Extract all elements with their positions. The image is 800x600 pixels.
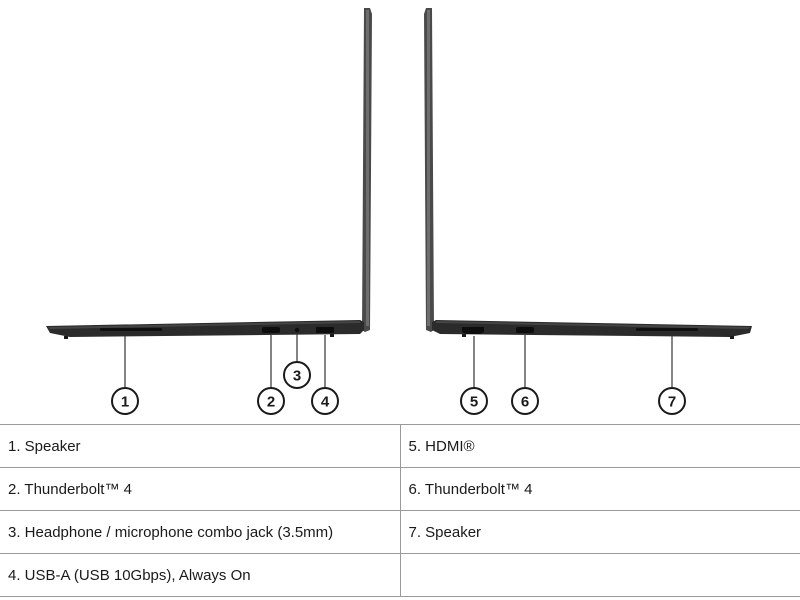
callout-2: 2 xyxy=(257,387,285,415)
table-cell xyxy=(399,553,800,597)
left-speaker-grille xyxy=(100,328,162,331)
laptop-right-side-view xyxy=(424,8,752,339)
table-cell: 1. Speaker xyxy=(0,424,401,468)
table-cell: 4. USB-A (USB 10Gbps), Always On xyxy=(0,553,401,597)
callout-3: 3 xyxy=(283,361,311,389)
callout-3-label: 3 xyxy=(293,368,301,385)
callout-7-label: 7 xyxy=(668,394,676,411)
table-cell: 2. Thunderbolt™ 4 xyxy=(0,467,401,511)
laptop-left-side-view xyxy=(46,8,372,339)
table-cell: 6. Thunderbolt™ 4 xyxy=(399,467,800,511)
callout-4: 4 xyxy=(311,387,339,415)
callout-1: 1 xyxy=(111,387,139,415)
audio-jack xyxy=(294,327,300,333)
laptop-side-views-svg: 1 2 3 4 5 6 7 xyxy=(46,8,752,415)
callout-5-label: 5 xyxy=(470,394,478,411)
callout-2-label: 2 xyxy=(267,394,275,411)
laptop-side-views-figure: 1 2 3 4 5 6 7 xyxy=(46,8,752,415)
table-cell: 7. Speaker xyxy=(399,510,800,554)
callout-7: 7 xyxy=(658,387,686,415)
table-cell: 5. HDMI® xyxy=(399,424,800,468)
table-cell: 3. Headphone / microphone combo jack (3.… xyxy=(0,510,401,554)
usb-a-port xyxy=(316,327,334,333)
right-thunderbolt-port xyxy=(516,327,534,333)
callout-4-label: 4 xyxy=(321,394,330,411)
right-speaker-grille xyxy=(636,328,698,331)
hdmi-port xyxy=(462,327,484,334)
callout-1-label: 1 xyxy=(121,394,129,411)
left-thunderbolt-port xyxy=(262,327,280,333)
table-row: 2. Thunderbolt™ 4 6. Thunderbolt™ 4 xyxy=(0,467,800,511)
callout-5: 5 xyxy=(460,387,488,415)
ports-legend-table: 1. Speaker 5. HDMI® 2. Thunderbolt™ 4 6.… xyxy=(0,424,800,597)
callout-6: 6 xyxy=(511,387,539,415)
table-row: 4. USB-A (USB 10Gbps), Always On xyxy=(0,553,800,597)
table-row: 3. Headphone / microphone combo jack (3.… xyxy=(0,510,800,554)
table-row: 1. Speaker 5. HDMI® xyxy=(0,424,800,468)
callout-6-label: 6 xyxy=(521,394,529,411)
